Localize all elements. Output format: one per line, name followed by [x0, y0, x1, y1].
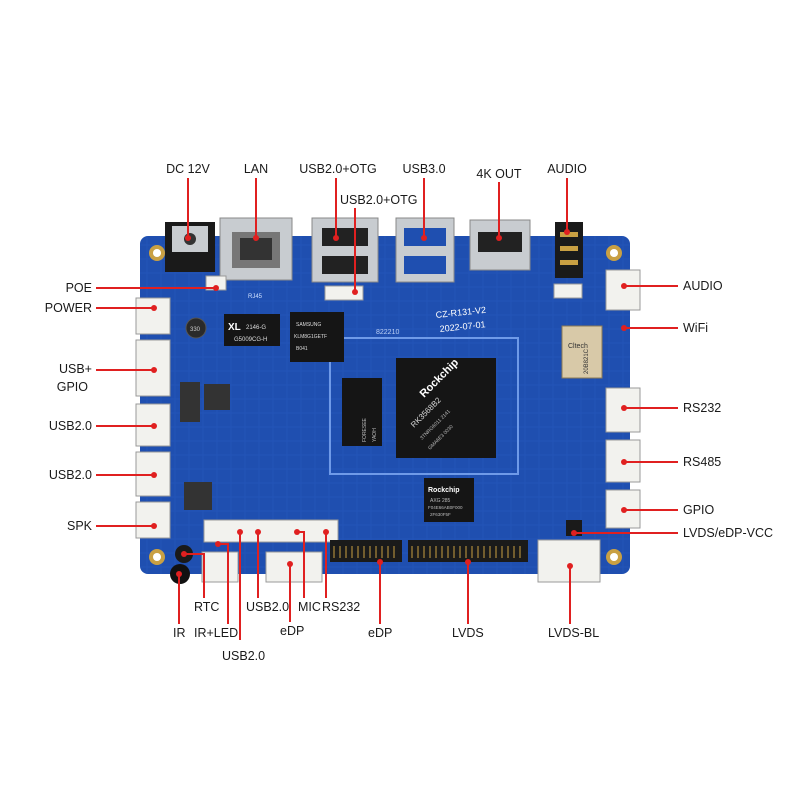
- pmic-l2-text: F04E66AB0F000: [428, 505, 463, 510]
- label-ir: IR: [173, 626, 186, 640]
- label-power: POWER: [44, 301, 92, 315]
- right-headers: [553, 269, 641, 529]
- inductor-1: [204, 384, 230, 410]
- mounting-holes: [149, 245, 622, 565]
- ram-l3-text: B041: [296, 346, 308, 352]
- label-usb2-bottom1: USB2.0: [222, 649, 266, 663]
- label-dc12v: DC 12V: [166, 162, 210, 176]
- soc-chip: [396, 358, 496, 458]
- leader-dots: [151, 229, 627, 577]
- label-usb-gpio-2: GPIO: [56, 380, 88, 394]
- fpc-pins: [333, 546, 521, 558]
- wifi-module: [561, 325, 603, 379]
- label-usb-otg-mid: USB2.0+OTG: [340, 193, 418, 207]
- capacitor: [185, 317, 207, 339]
- board-date-silk: 2022-07-01: [439, 319, 486, 334]
- label-lvds-bl: LVDS-BL: [548, 626, 600, 640]
- label-audio-right: AUDIO: [683, 279, 723, 293]
- label-rtc: RTC: [194, 600, 220, 614]
- inductor-3: [184, 482, 212, 510]
- label-edp-small: eDP: [280, 624, 305, 638]
- label-spk: SPK: [66, 519, 92, 533]
- ram-l2-text: KLM8G1GETF: [294, 334, 327, 340]
- label-rs485: RS485: [683, 455, 722, 469]
- label-4k-out: 4K OUT: [476, 167, 522, 181]
- cpu-area: [329, 337, 519, 475]
- label-edp: eDP: [368, 626, 393, 640]
- leader-rtc: [184, 553, 205, 598]
- label-mic: MIC: [298, 600, 321, 614]
- board-code-silk: 822210: [376, 329, 399, 336]
- label-rs232-right: RS232: [683, 401, 722, 415]
- label-gpio-right: GPIO: [683, 503, 715, 517]
- leader-ir-led: [218, 543, 229, 624]
- edp-fpc: [330, 540, 402, 562]
- label-wifi: WiFi: [683, 321, 708, 335]
- flash-l2-text: YAOH: [372, 428, 378, 442]
- ram-chip: [290, 312, 344, 362]
- label-lan: LAN: [243, 162, 269, 176]
- lan-silk-text: RJ45: [248, 294, 263, 300]
- pmic-l1-text: AXG 285: [430, 498, 451, 504]
- flash-l1-text: FORESEE: [362, 417, 368, 442]
- wifi-l1-text: Cltech: [568, 343, 588, 350]
- lvds-fpc: [408, 540, 528, 562]
- label-usb2-bottom2: USB2.0: [246, 600, 290, 614]
- label-lvds-edp-vcc: LVDS/eDP-VCC: [683, 526, 774, 540]
- pmic-l3-text: 2F630F5F: [430, 512, 451, 517]
- pmic-brand-text: Rockchip: [428, 487, 460, 494]
- eth-chip: [224, 314, 280, 346]
- label-usb-otg-top: USB2.0+OTG: [299, 162, 377, 176]
- leader-lines: [96, 178, 678, 640]
- label-lvds: LVDS: [452, 626, 484, 640]
- flash-chip: [342, 378, 382, 446]
- label-usb2-a: USB2.0: [48, 419, 92, 433]
- eth-brand-text: XL: [228, 322, 241, 333]
- eth-l2-text: G5009CG-H: [234, 337, 267, 343]
- capacitor-text: 330: [190, 327, 201, 333]
- ram-l1-text: SAMSUNG: [296, 322, 321, 328]
- label-audio-top: AUDIO: [547, 162, 587, 176]
- label-usb2-b: USB2.0: [48, 468, 92, 482]
- usb-otg-port: [311, 217, 379, 283]
- eth-l1-text: 2146-G: [246, 325, 266, 331]
- dc-jack: [165, 222, 215, 272]
- label-usb3: USB3.0: [402, 162, 446, 176]
- pmic-chip: [424, 478, 474, 522]
- inductor-2: [180, 382, 200, 422]
- label-usb-gpio-1: USB+: [58, 362, 92, 376]
- label-poe: POE: [65, 281, 92, 295]
- label-rs232-bottom: RS232: [322, 600, 361, 614]
- label-ir-led: IR+LED: [194, 626, 239, 640]
- left-headers: [135, 297, 171, 539]
- wifi-l2-text: 20B821C: [584, 348, 590, 374]
